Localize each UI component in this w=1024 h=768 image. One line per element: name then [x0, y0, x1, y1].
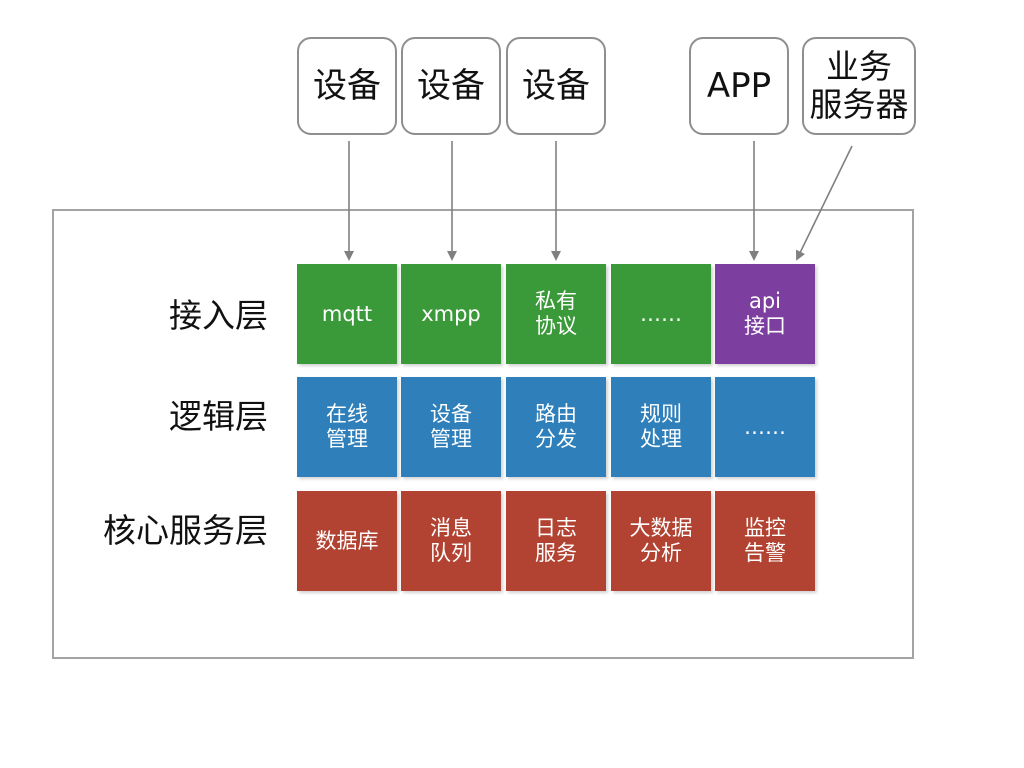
core-cell-database: 数据库 — [297, 491, 397, 591]
source-device-2: 设备 — [401, 37, 501, 135]
logic-cell-routing: 路由 分发 — [506, 377, 606, 477]
logic-cell-online-management: 在线 管理 — [297, 377, 397, 477]
access-cell-xmpp: xmpp — [401, 264, 501, 364]
access-cell-mqtt: mqtt — [297, 264, 397, 364]
core-cell-monitoring: 监控 告警 — [715, 491, 815, 591]
source-device-1: 设备 — [297, 37, 397, 135]
core-cell-message-queue: 消息 队列 — [401, 491, 501, 591]
access-cell-api: api 接口 — [715, 264, 815, 364]
layer-label-access: 接入层 — [169, 296, 268, 335]
logic-cell-device-management: 设备 管理 — [401, 377, 501, 477]
platform-frame — [52, 209, 914, 659]
source-app: APP — [689, 37, 789, 135]
source-device-3: 设备 — [506, 37, 606, 135]
layer-label-core: 核心服务层 — [103, 511, 268, 550]
logic-cell-rules: 规则 处理 — [611, 377, 711, 477]
access-cell-more: …… — [611, 264, 711, 364]
core-cell-log-service: 日志 服务 — [506, 491, 606, 591]
layer-label-logic: 逻辑层 — [169, 397, 268, 436]
access-cell-private-protocol: 私有 协议 — [506, 264, 606, 364]
source-business-server: 业务 服务器 — [802, 37, 916, 135]
logic-cell-more: …… — [715, 377, 815, 477]
core-cell-big-data: 大数据 分析 — [611, 491, 711, 591]
